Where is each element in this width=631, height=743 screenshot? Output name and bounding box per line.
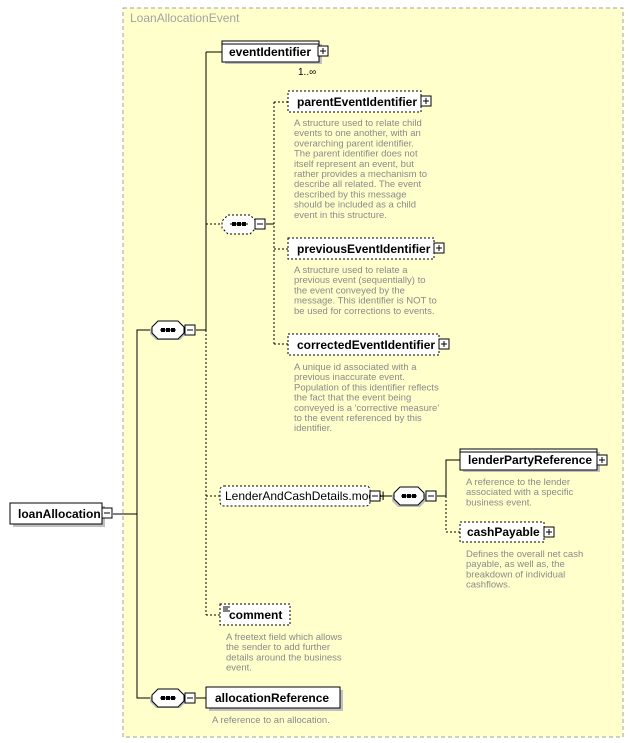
root-element-label: loanAllocation — [18, 507, 101, 521]
minus-box-icon[interactable] — [425, 490, 437, 502]
cash-payable-doc: Defines the overall net cash payable, as… — [466, 549, 586, 591]
event-identifier-label: eventIdentifier — [229, 45, 311, 59]
sequence-compositor-icon — [150, 320, 186, 340]
minus-box-icon[interactable] — [101, 507, 113, 519]
lender-and-cash-details-box[interactable] — [219, 485, 371, 507]
sequence-compositor-icon — [150, 688, 186, 708]
lender-and-cash-details-label: LenderAndCashDetails.model — [225, 489, 384, 503]
plus-box-icon[interactable] — [420, 95, 432, 107]
comment-box[interactable] — [219, 603, 291, 626]
plus-box-icon[interactable] — [543, 526, 555, 538]
plus-box-icon[interactable] — [317, 45, 329, 57]
lender-party-reference-label: lenderPartyReference — [468, 453, 592, 467]
comment-label: comment — [229, 608, 282, 622]
event-identifier-occurrence: 1..∞ — [298, 67, 316, 78]
sequence-compositor-icon — [221, 214, 257, 235]
text-content-icon — [223, 606, 230, 612]
previous-event-identifier-label: previousEventIdentifier — [297, 242, 431, 256]
minus-box-icon[interactable] — [184, 692, 196, 704]
minus-box-icon[interactable] — [254, 218, 266, 230]
minus-box-icon[interactable] — [369, 490, 381, 502]
plus-box-icon[interactable] — [438, 338, 450, 350]
comment-doc: A freetext field which allows the sender… — [226, 632, 345, 674]
corrected-event-identifier-label: correctedEventIdentifier — [297, 338, 435, 352]
sequence-compositor-icon — [392, 486, 426, 507]
parent-event-identifier-box[interactable] — [287, 90, 422, 113]
allocation-reference-doc: A reference to an allocation. — [212, 715, 330, 726]
group-title: LoanAllocationEvent — [130, 11, 240, 25]
parent-event-identifier-doc: A structure used to relate child events … — [294, 118, 430, 221]
plus-box-icon[interactable] — [596, 454, 608, 466]
corrected-event-identifier-doc: A unique id associated with a previous i… — [294, 362, 442, 434]
cash-payable-label: cashPayable — [467, 525, 540, 539]
parent-event-identifier-label: parentEventIdentifier — [297, 95, 417, 109]
allocation-reference-box[interactable] — [205, 686, 341, 709]
lender-party-reference-doc: A reference to the lender associated wit… — [466, 477, 576, 508]
minus-box-icon[interactable] — [184, 324, 196, 336]
allocation-reference-label: allocationReference — [215, 691, 329, 705]
plus-box-icon[interactable] — [433, 242, 445, 254]
previous-event-identifier-doc: A structure used to relate a previous ev… — [294, 265, 439, 317]
